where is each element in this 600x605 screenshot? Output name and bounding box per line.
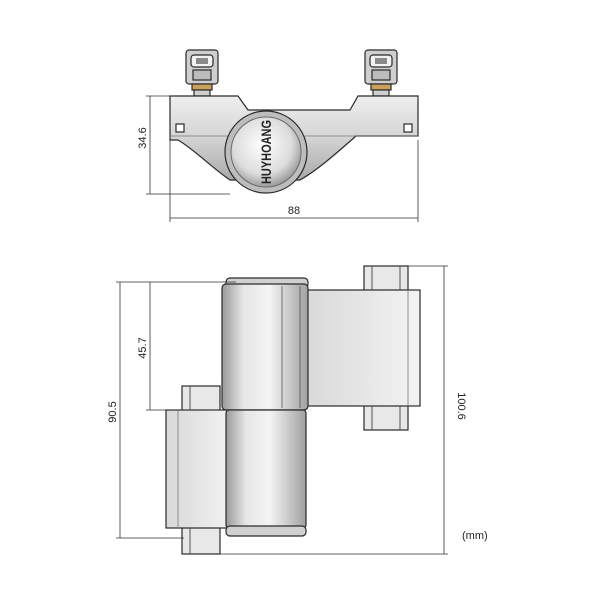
units-label: (mm) (462, 530, 488, 542)
brand-logo-text: HUYHOANG (258, 120, 274, 184)
top-height-dimension: 34.6 (137, 95, 230, 195)
lower-barrel (225, 409, 307, 537)
right-leaf-plate (301, 289, 421, 407)
right-leaf-assembly (301, 265, 421, 431)
top-width-dimension: 88 (169, 140, 419, 222)
dim-label-90-5: 90.5 (107, 401, 119, 422)
left-total-dimension: 90.5 (107, 281, 184, 539)
right-mounting-clip (364, 49, 398, 97)
dim-label-100-6: 100.6 (455, 392, 467, 420)
left-leaf-plate (165, 409, 233, 529)
upper-leaf-dimension: 45.7 (137, 281, 236, 411)
side-view: 45.7 90.5 100.6 (mm) (107, 265, 488, 555)
left-leaf-assembly (165, 385, 233, 555)
upper-barrel (221, 277, 309, 411)
dim-label-34-6: 34.6 (137, 127, 149, 148)
dim-label-88: 88 (288, 205, 300, 217)
right-total-dimension: 100.6 (220, 265, 467, 555)
left-mounting-clip (185, 49, 219, 97)
dim-label-45-7: 45.7 (137, 337, 149, 358)
top-view: HUYHOANG 34.6 88 (137, 49, 419, 222)
